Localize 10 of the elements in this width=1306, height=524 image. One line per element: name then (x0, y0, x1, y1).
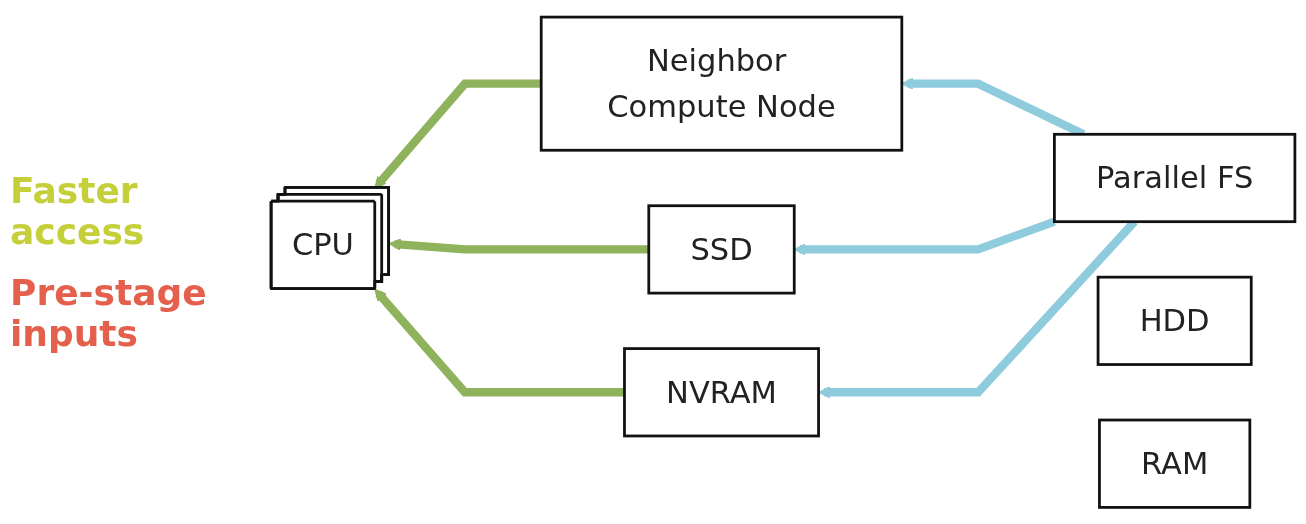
node-box: Parallel FS (1053, 132, 1297, 223)
node-box: RAM (1098, 418, 1252, 509)
note-text: Pre-stage inputs (10, 272, 208, 354)
node-box: Neighbor Compute Node (539, 15, 904, 152)
node-box: SSD (647, 204, 796, 295)
node-box: HDD (1096, 275, 1253, 366)
arrow (388, 238, 649, 254)
note-text: Faster access (10, 170, 146, 252)
arrow (374, 288, 625, 397)
node-box: NVRAM (623, 346, 820, 438)
